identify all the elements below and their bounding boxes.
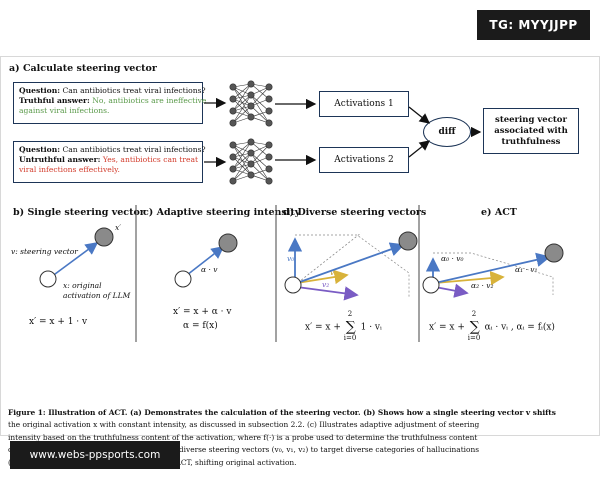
untruthful-answer-line: Untruthful answer: Yes, antibiotics can … bbox=[19, 155, 199, 165]
question-text: Can antibiotics treat viral infections? bbox=[62, 86, 206, 95]
combined-vector-arrow bbox=[296, 242, 405, 284]
panel-c-formula-1: x′ = x + α · v bbox=[173, 307, 232, 317]
formula-left: x′ = x + bbox=[305, 322, 344, 333]
truthful-qa-box: Question: Can antibiotics treat viral in… bbox=[13, 82, 206, 124]
original-activation-node bbox=[284, 276, 302, 294]
sum-lower: i=0 bbox=[343, 334, 357, 342]
watermark-telegram: TG: MYYJJPP bbox=[477, 10, 590, 40]
parallelogram-guide bbox=[295, 234, 410, 297]
panel-d-formula: x′ = x + ∑ 2 i=0 1 · vᵢ bbox=[305, 310, 382, 342]
nn-edges bbox=[232, 141, 270, 182]
sum-lower: i=0 bbox=[467, 334, 481, 342]
alpha1-v1-arrow bbox=[434, 270, 505, 286]
steering-vector-line: steering vector bbox=[495, 114, 567, 125]
diff-oval: diff bbox=[423, 117, 471, 147]
neural-network-icon bbox=[229, 80, 273, 127]
truthful-answer-label: Truthful answer: bbox=[19, 96, 90, 105]
sum-upper: 2 bbox=[347, 310, 353, 318]
summation-sign: ∑ 2 i=0 bbox=[343, 310, 357, 342]
alpha-v-arrow bbox=[186, 246, 225, 276]
x-prime-label: x′ bbox=[115, 223, 121, 232]
steering-vector-box: steering vector associated with truthful… bbox=[483, 108, 579, 154]
formula-right: 1 · vᵢ bbox=[360, 322, 382, 333]
alpha1-v1-label: α₁ · v₁ bbox=[515, 265, 538, 274]
caption-line: intensity based on the truthfulness cont… bbox=[8, 432, 478, 442]
neural-network-icon bbox=[229, 138, 273, 185]
shifted-activation-node bbox=[398, 231, 418, 251]
original-activation-node bbox=[39, 270, 57, 288]
figure-graphics bbox=[39, 80, 564, 342]
v0-label: v₀ bbox=[287, 254, 295, 263]
panel-d-title: d) Diverse steering vectors bbox=[283, 207, 427, 218]
v2-arrow bbox=[296, 286, 359, 301]
alpha0-v0-label: α₀ · v₀ bbox=[441, 254, 464, 263]
panel-e-title: e) ACT bbox=[481, 207, 517, 218]
panel-b-formula: x′ = x + 1 · v bbox=[29, 317, 88, 327]
alpha2-v2-arrow bbox=[434, 283, 469, 298]
truthful-answer-text: No, antibiotics are ineffective bbox=[92, 96, 207, 105]
question-text: Can antibiotics treat viral infections? bbox=[62, 145, 206, 154]
original-activation-node bbox=[174, 270, 192, 288]
truthful-question-line: Question: Can antibiotics treat viral in… bbox=[19, 86, 206, 96]
figure-panel: a) Calculate steering vector Question: C… bbox=[0, 56, 600, 467]
shifted-activation-node bbox=[544, 243, 564, 263]
untruthful-question-line: Question: Can antibiotics treat viral in… bbox=[19, 145, 206, 155]
steering-vector-line: truthfulness bbox=[501, 136, 561, 147]
panel-a-title: a) Calculate steering vector bbox=[9, 63, 157, 74]
activations-2-box: Activations 2 bbox=[319, 147, 409, 173]
question-label: Question: bbox=[19, 145, 61, 154]
truthful-answer-text-cont: against viral infections. bbox=[19, 106, 110, 115]
original-activation-node bbox=[422, 276, 440, 294]
formula-right: αᵢ · vᵢ , αᵢ = fᵢ(x) bbox=[484, 322, 555, 333]
steering-vector-label: v: steering vector bbox=[11, 247, 78, 256]
question-label: Question: bbox=[19, 86, 61, 95]
panel-b-title: b) Single steering vector bbox=[13, 207, 145, 218]
panel-e-formula: x′ = x + ∑ 2 i=0 αᵢ · vᵢ , αᵢ = fᵢ(x) bbox=[429, 310, 555, 342]
activations-1-box: Activations 1 bbox=[319, 91, 409, 117]
untruthful-answer-label: Untruthful answer: bbox=[19, 155, 101, 164]
caption-line: of the activation (subsection 3.3). (d) … bbox=[8, 445, 480, 455]
steering-vector-arrow bbox=[50, 242, 99, 278]
nn-edges bbox=[232, 83, 270, 124]
untruthful-qa-box: Question: Can antibiotics treat viral in… bbox=[13, 141, 206, 183]
formula-left: x′ = x + bbox=[429, 322, 468, 333]
sum-upper: 2 bbox=[471, 310, 477, 318]
arrow-act2-to-diff bbox=[408, 140, 431, 158]
summation-sign: ∑ 2 i=0 bbox=[467, 310, 481, 342]
v1-arrow bbox=[296, 269, 349, 285]
steering-vector-line: associated with bbox=[494, 125, 568, 136]
shifted-activation-node bbox=[218, 233, 238, 253]
original-activation-label: x: original bbox=[63, 281, 102, 290]
truthful-answer-line: Truthful answer: No, antibiotics are ine… bbox=[19, 96, 206, 106]
combined-vector-arrow bbox=[434, 252, 551, 284]
caption-line: Figure 1: Illustration of ACT. (a) Demon… bbox=[8, 407, 596, 419]
watermark-url: www.webs-ppsports.com bbox=[10, 441, 180, 469]
untruthful-answer-text-cont: viral infections effectively. bbox=[19, 165, 120, 174]
untruthful-answer-text: Yes, antibiotics can treat bbox=[102, 155, 199, 164]
v2-label: v₂ bbox=[322, 280, 330, 289]
alpha-v-label: α · v bbox=[201, 265, 218, 274]
alpha2-v2-label: α₂ · v₂ bbox=[471, 281, 494, 290]
panel-c-formula-2: α = f(x) bbox=[183, 321, 218, 331]
arrow-act1-to-diff bbox=[408, 106, 431, 124]
caption-lead: Figure 1: Illustration of ACT. (a) Demon… bbox=[8, 408, 556, 417]
original-activation-label-cont: activation of LLM bbox=[63, 291, 131, 300]
shifted-activation-node bbox=[94, 227, 114, 247]
panel-c-title: c) Adaptive steering intensity bbox=[143, 207, 301, 218]
caption-line: the original activation x with constant … bbox=[8, 420, 480, 430]
